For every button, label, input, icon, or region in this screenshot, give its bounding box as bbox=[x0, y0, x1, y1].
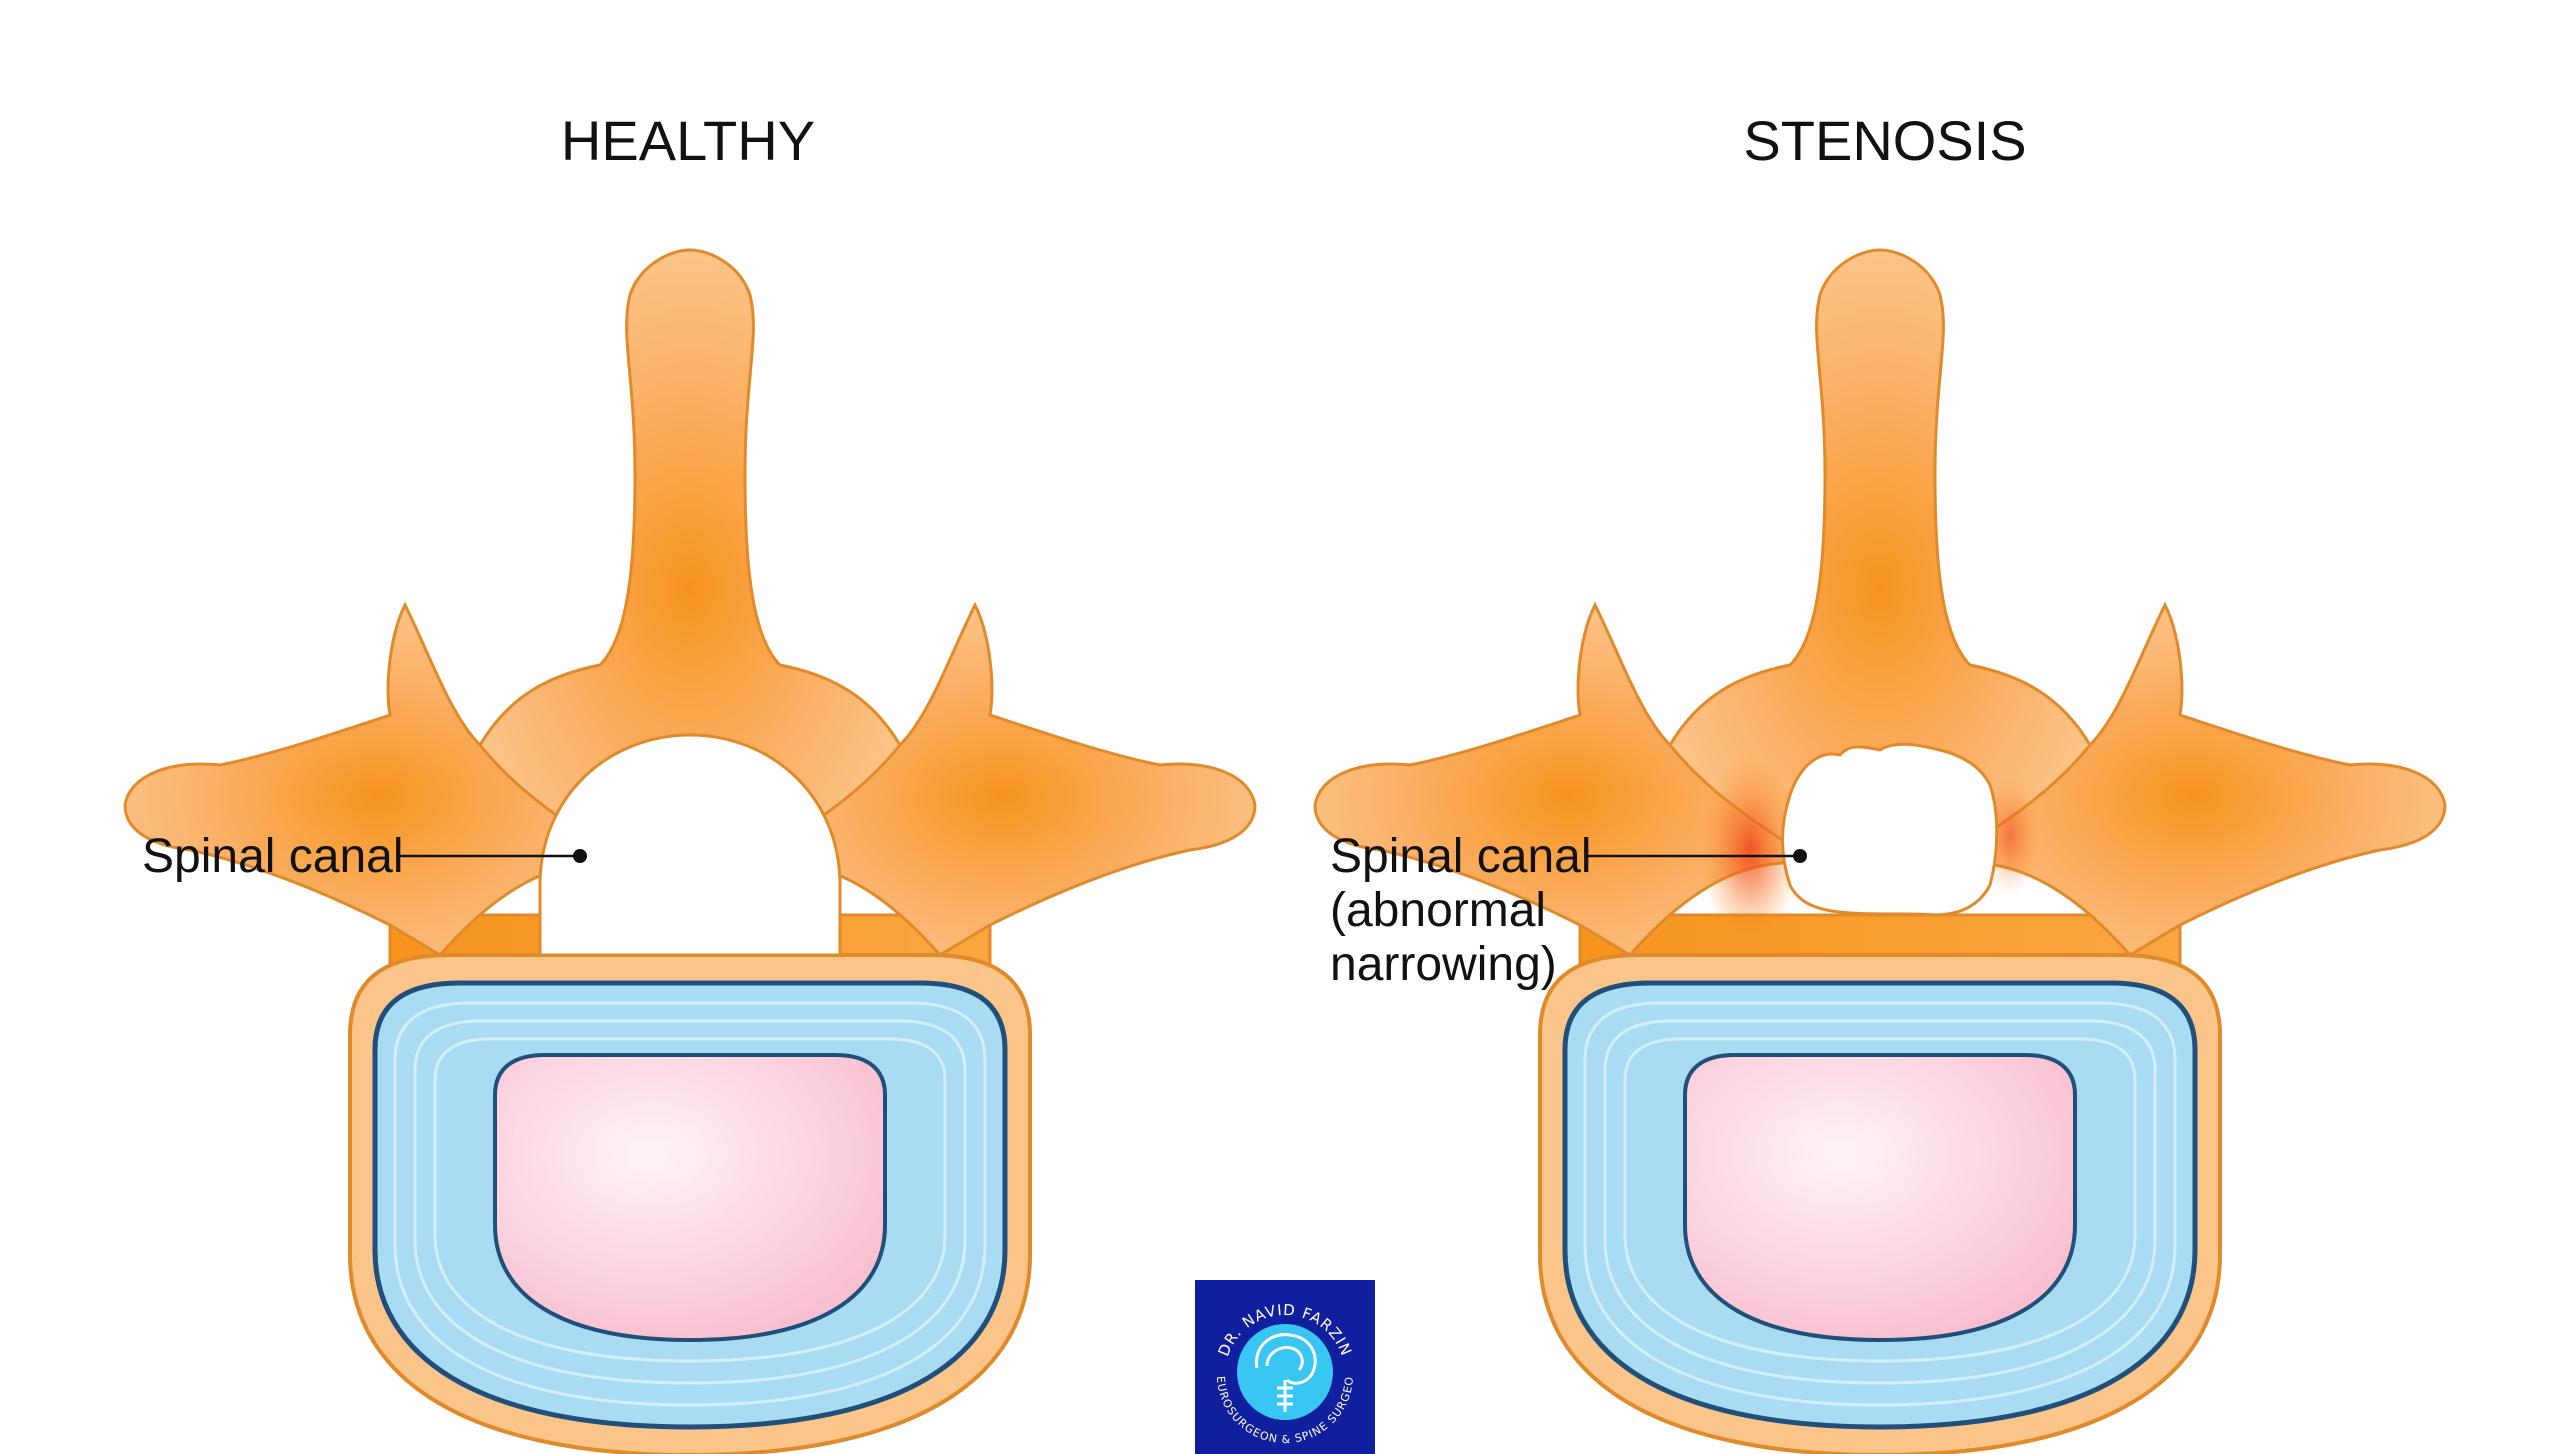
stenosis-title: STENOSIS bbox=[1743, 109, 2026, 172]
surgeon-logo: DR. NAVID FARZIN NEUROSURGEON & SPINE SU… bbox=[1190, 1270, 1375, 1454]
stenosis-spinal-canal bbox=[1781, 742, 1999, 917]
brain-spine-icon bbox=[1255, 1333, 1317, 1412]
healthy-vertebra bbox=[125, 250, 1255, 1454]
stenosis-leader-dot bbox=[1793, 849, 1807, 863]
healthy-canal-label: Spinal canal bbox=[142, 830, 404, 883]
healthy-leader-dot bbox=[573, 849, 587, 863]
stenosis-canal-label-line3: narrowing) bbox=[1330, 938, 1557, 991]
stenosis-vertebra bbox=[1315, 250, 2445, 1454]
stenosis-canal-label-line1: Spinal canal bbox=[1330, 830, 1592, 883]
healthy-spinal-canal bbox=[538, 733, 842, 957]
healthy-title: HEALTHY bbox=[561, 109, 815, 172]
stenosis-canal-label-line2: (abnormal bbox=[1330, 884, 1546, 937]
